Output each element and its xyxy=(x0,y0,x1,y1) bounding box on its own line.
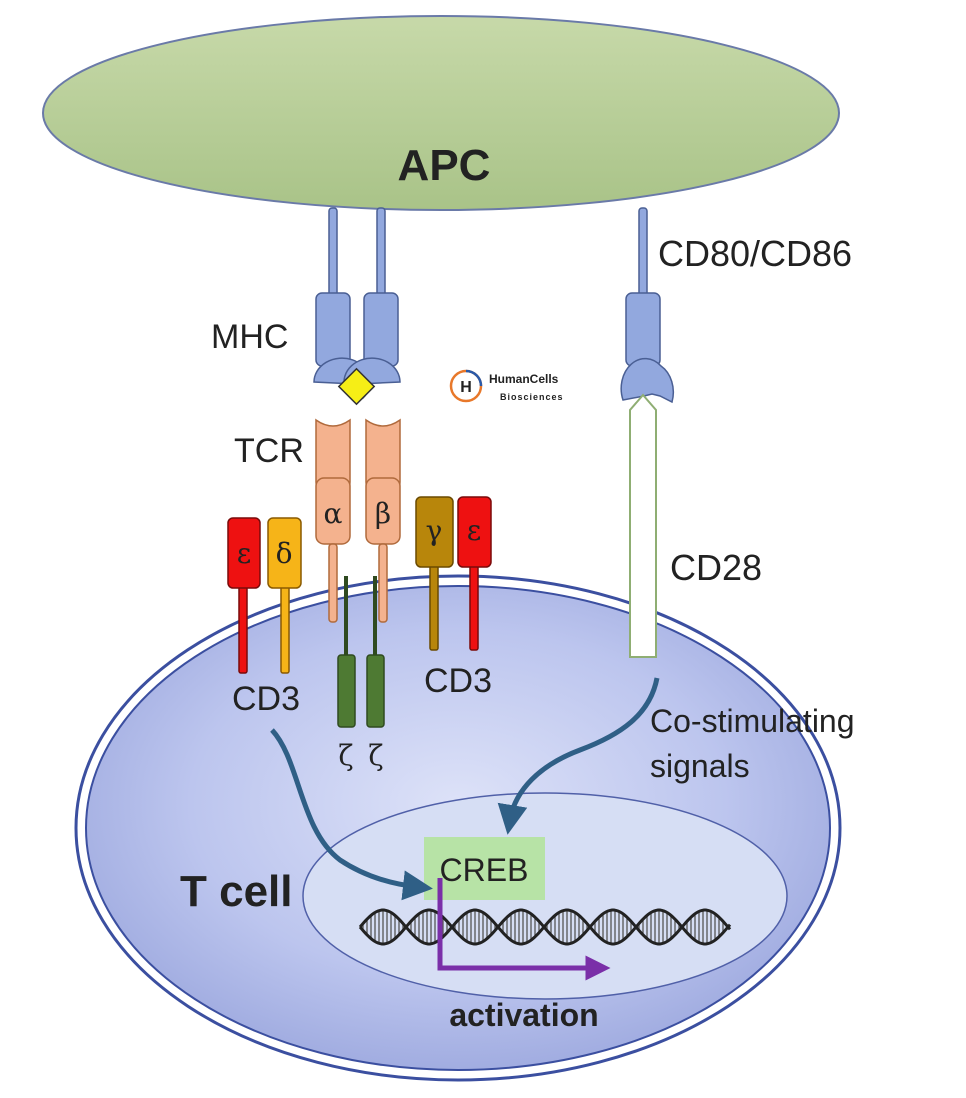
chain-delta-label: δ xyxy=(276,537,293,570)
cd3-delta-domain xyxy=(267,517,302,589)
dna-helix-icon xyxy=(358,908,732,946)
tcr-complex: α β xyxy=(315,418,401,623)
cd3-right-complex: γ ε xyxy=(415,496,492,651)
zeta-left-label: ζ xyxy=(338,739,353,772)
cd80-cd86-label: CD80/CD86 xyxy=(658,233,852,274)
zeta-right-stalk xyxy=(373,576,377,656)
zeta-chains: ζ ζ xyxy=(337,576,385,772)
dna-strand-b xyxy=(358,908,732,946)
chain-gamma-label: γ xyxy=(426,514,443,547)
mhc-left-domain xyxy=(315,292,351,367)
cd3-epsilon-left-stalk xyxy=(238,584,248,674)
cd28-body xyxy=(629,393,657,658)
chain-beta-label: β xyxy=(375,497,391,530)
cd28-label: CD28 xyxy=(670,547,762,588)
tcr-beta-tail xyxy=(378,543,388,623)
costim-signal-arrow xyxy=(497,677,660,835)
humancells-logo: H HumanCells Biosciences xyxy=(449,369,564,403)
dna-strand-a xyxy=(358,908,732,946)
cd80-domain xyxy=(625,292,661,367)
mhc-label: MHC xyxy=(211,318,288,356)
cd3-epsilon-left-domain xyxy=(227,517,261,589)
mhc-right-domain xyxy=(363,292,399,367)
zeta-right-block xyxy=(366,654,385,728)
activation-arrow xyxy=(437,878,611,981)
cd3-delta-stalk xyxy=(280,584,290,674)
mhc-right-stalk xyxy=(376,207,386,297)
tcr-label: TCR xyxy=(234,432,304,470)
zeta-left-stalk xyxy=(344,576,348,656)
logo-letter: H xyxy=(460,379,472,396)
cd3-epsilon-right-stalk xyxy=(469,564,479,651)
apc-cell xyxy=(42,15,840,211)
chain-epsilon-right-label: ε xyxy=(467,514,482,547)
logo-subtitle: Biosciences xyxy=(500,392,564,402)
cd80-stalk xyxy=(638,207,648,297)
cd3-gamma-domain xyxy=(415,496,454,568)
cd3-epsilon-right-domain xyxy=(457,496,492,568)
zeta-right-label: ζ xyxy=(368,739,383,772)
zeta-left-block xyxy=(337,654,356,728)
apc-label: APC xyxy=(398,141,491,190)
cd3-right-label: CD3 xyxy=(424,662,492,700)
creb-label: CREB xyxy=(440,852,529,888)
costim-label-line2: signals xyxy=(650,748,750,784)
tcr-alpha-tail xyxy=(328,543,338,623)
cd80-cup xyxy=(620,357,675,404)
antigen-peptide xyxy=(337,367,376,406)
cd28-receptor xyxy=(629,393,657,658)
mhc-left-stalk xyxy=(328,207,338,297)
costim-label-line1: Co-stimulating xyxy=(650,703,855,739)
creb-box xyxy=(424,837,545,900)
t-cell-label: T cell xyxy=(180,867,293,916)
mhc-molecule xyxy=(313,207,401,406)
cd3-signal-arrow xyxy=(270,728,433,901)
chain-epsilon-left-label: ε xyxy=(237,537,252,570)
logo-name: HumanCells xyxy=(489,372,559,386)
logo-circle-accent xyxy=(465,369,483,387)
cd3-left-label: CD3 xyxy=(232,680,300,718)
cd80-cd86-ligand xyxy=(620,207,675,404)
activation-label: activation xyxy=(449,997,598,1033)
cd3-left-complex: ε δ xyxy=(227,517,302,674)
chain-alpha-label: α xyxy=(324,497,343,530)
cd3-gamma-stalk xyxy=(429,564,439,651)
